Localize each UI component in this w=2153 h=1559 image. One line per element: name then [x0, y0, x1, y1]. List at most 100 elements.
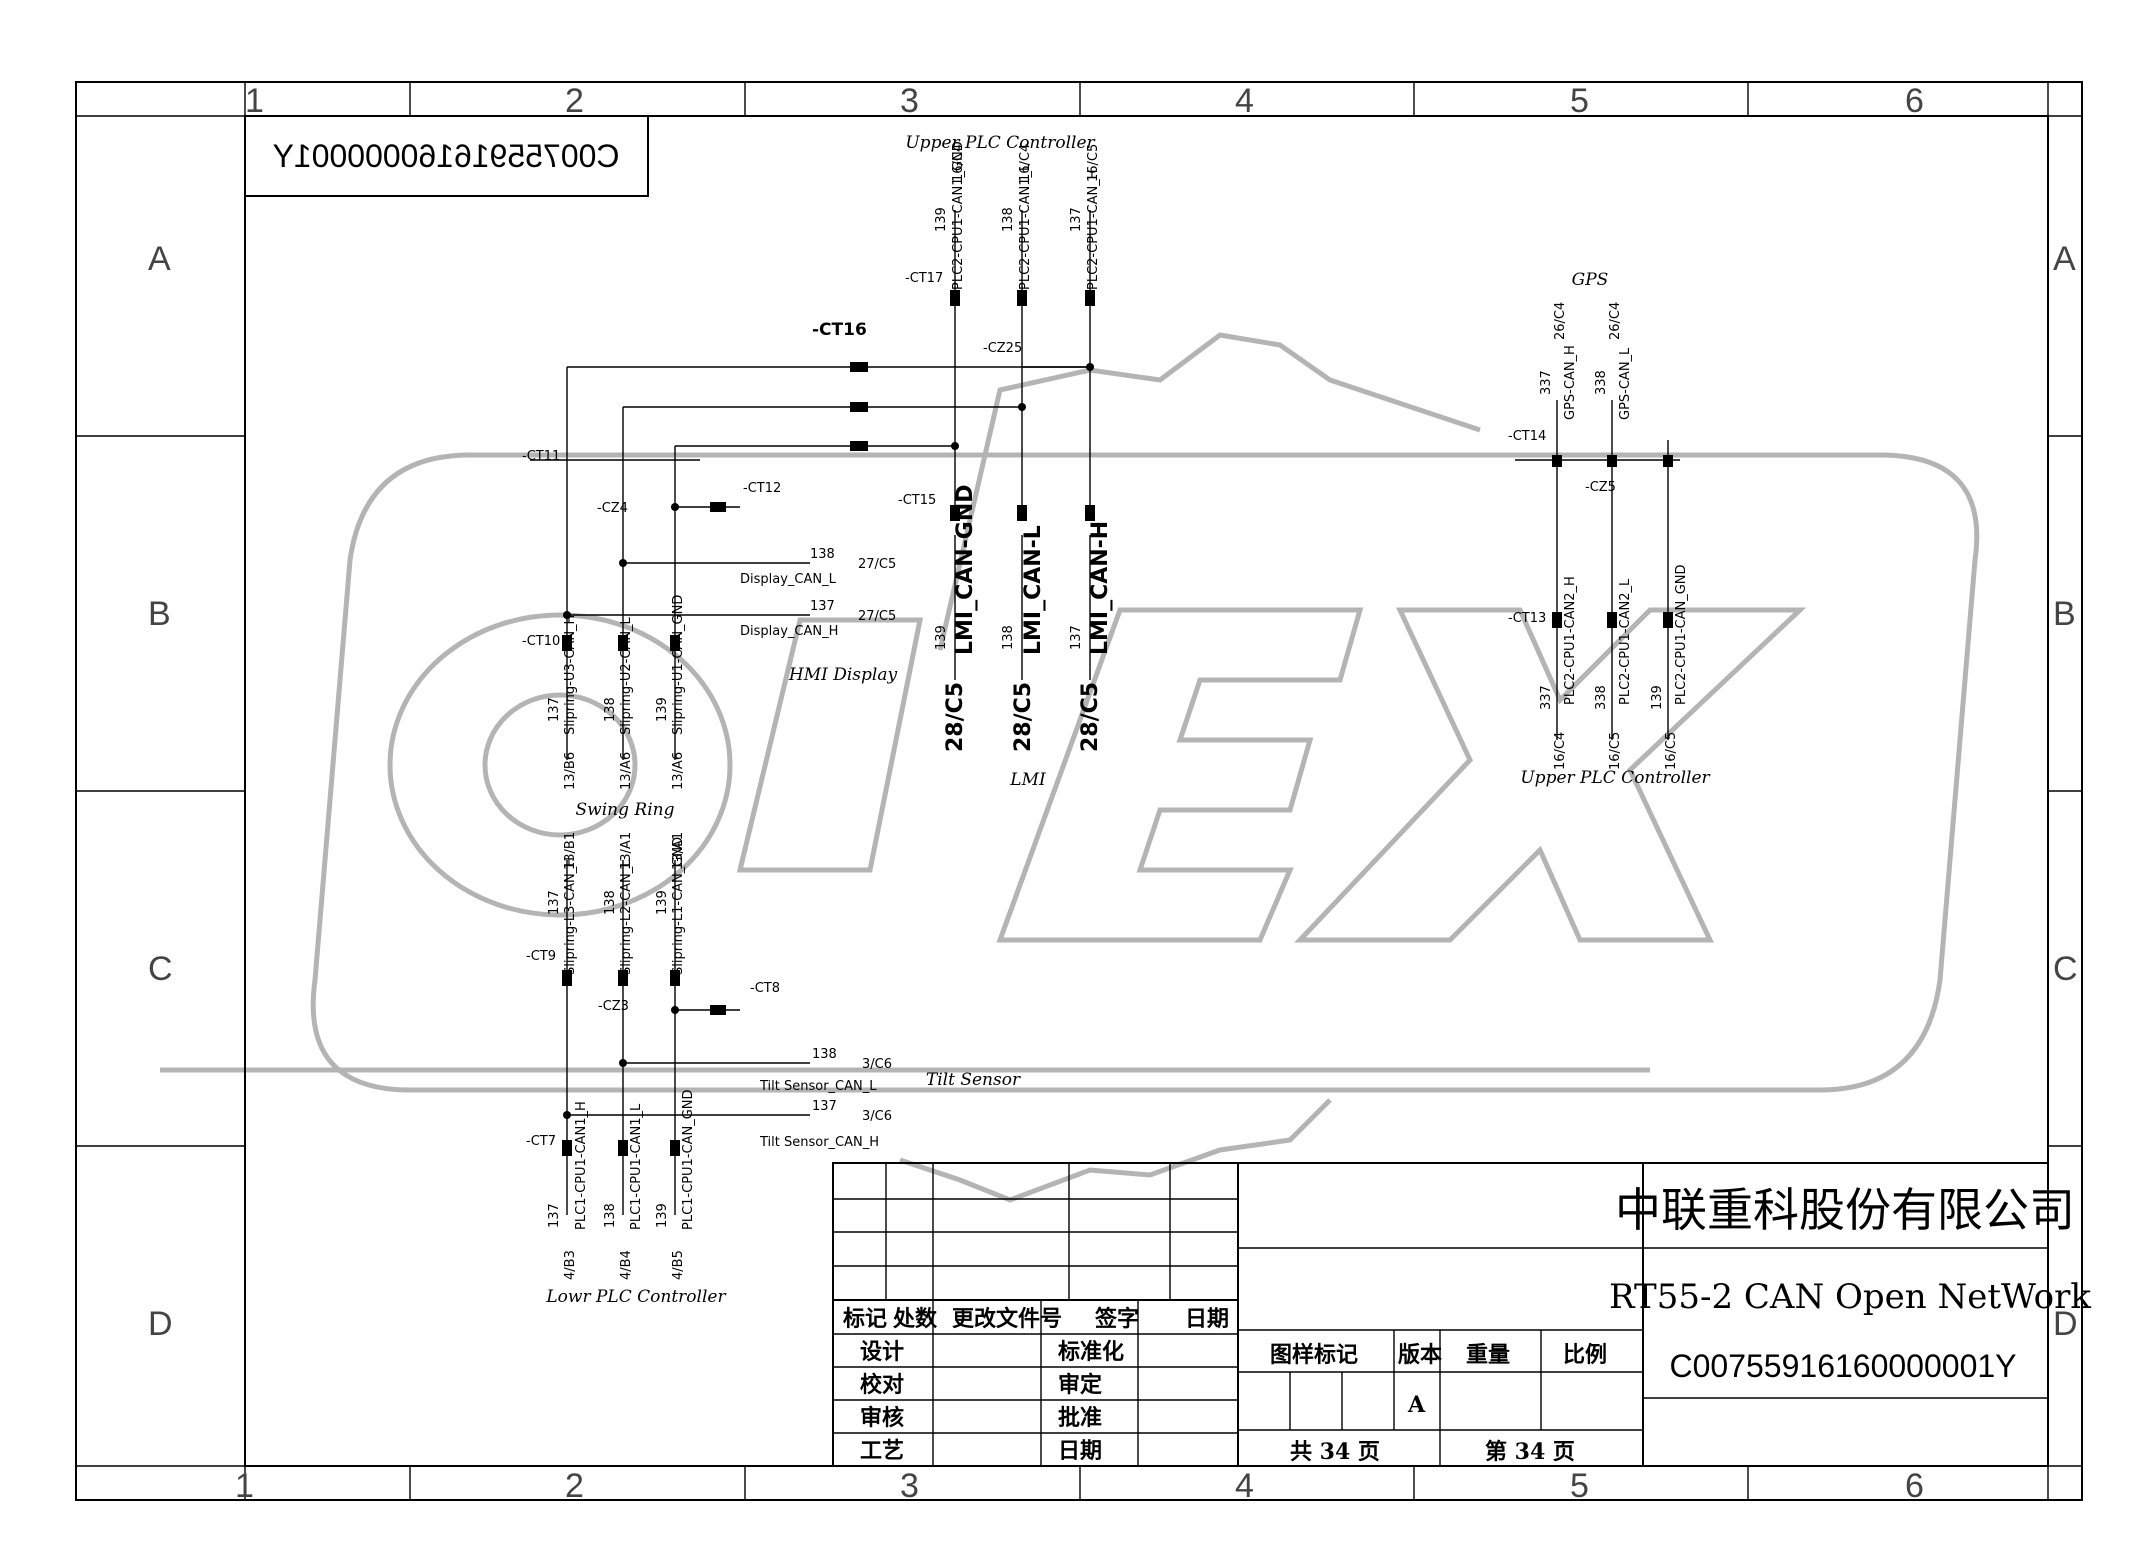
top-plc-l-ref: 16/C4	[1018, 144, 1033, 182]
attr-weight: 重量	[1466, 1342, 1510, 1368]
top-plc-l-wire: 138	[1001, 207, 1016, 232]
caption-swing-ring: Swing Ring	[576, 800, 675, 820]
top-plc-gnd-wire: 139	[934, 207, 949, 232]
right-plc-l-wire: 338	[1594, 685, 1609, 710]
caption-gps: GPS	[1572, 270, 1609, 290]
drawing-title: RT55-2 CAN Open NetWork	[1609, 1277, 2091, 1317]
grid-col-4-top: 4	[1235, 82, 1254, 120]
swing-u2-ref: 13/A6	[619, 752, 634, 790]
rev-header-sign: 签字	[1094, 1306, 1139, 1332]
caption-lower-plc: Lowr PLC Controller	[545, 1287, 726, 1307]
lower-plc-h-name: PLC1-CPU1-CAN1_H	[574, 1101, 589, 1230]
caption-hmi-display: HMI Display	[788, 665, 898, 685]
right-plc-gnd-wire: 139	[1650, 685, 1665, 710]
connector-ct12: -CT12	[743, 481, 781, 496]
tilt-can-l-wire: 138	[812, 1047, 837, 1062]
swing-l1-ref: 13/A1	[671, 832, 686, 870]
gps-can-h-wire: 337	[1539, 370, 1554, 395]
swing-upper-signals: Slipring-U3-CAN_H Slipring-U2-CAN_L Slip…	[547, 595, 686, 790]
right-plc-h-name: PLC2-CPU1-CAN2_H	[1563, 576, 1578, 705]
grid-row-b-right: B	[2053, 595, 2076, 633]
swing-u3-name: Slipring-U3-CAN_H	[563, 615, 578, 735]
right-plc-l-name: PLC2-CPU1-CAN2_L	[1618, 578, 1633, 705]
tilt-signals: Tilt Sensor_CAN_L Tilt Sensor_CAN_H 138 …	[759, 1047, 892, 1150]
swing-u2-name: Slipring-U2-CAN_L	[619, 616, 634, 735]
lmi-l-ref: 28/C5	[1011, 682, 1036, 752]
grid-col-3-bottom: 3	[900, 1467, 919, 1505]
display-signals: Display_CAN_L Display_CAN_H 138 137 27/C…	[740, 547, 896, 639]
grid-row-a-left: A	[148, 240, 171, 278]
lower-plc-signals: PLC1-CPU1-CAN1_H PLC1-CPU1-CAN1_L PLC1-C…	[547, 1089, 696, 1280]
grid-row-a-right: A	[2053, 240, 2076, 278]
gps-signals: GPS-CAN_H GPS-CAN_L 337 338 26/C4 26/C4	[1539, 302, 1633, 420]
rev-header-doc: 更改文件号	[952, 1306, 1062, 1332]
tilt-can-l-ref: 3/C6	[862, 1057, 892, 1072]
grid-col-6-top: 6	[1905, 82, 1924, 120]
swing-u3-ref: 13/B6	[563, 752, 578, 790]
display-can-l-name: Display_CAN_L	[740, 572, 837, 587]
tilt-can-h-name: Tilt Sensor_CAN_H	[759, 1135, 879, 1150]
grid-col-1-top: 1	[245, 82, 264, 120]
swing-u1-wire: 139	[655, 697, 670, 722]
lmi-gnd-wire: 139	[934, 625, 949, 650]
right-plc-h-wire: 337	[1539, 685, 1554, 710]
display-can-l-ref: 27/C5	[858, 557, 896, 572]
tilt-can-h-ref: 3/C6	[862, 1109, 892, 1124]
top-plc-signals: PLC2-CPU1-CAN1_GND PLC2-CPU1-CAN1_L PLC2…	[934, 141, 1101, 290]
lmi-h-wire: 137	[1069, 625, 1084, 650]
title-block: 标记 处数 更改文件号 签字 日期 设计 校对 审核 工艺 标准化 审定 批准 …	[832, 1162, 2091, 1467]
swing-l1-wire: 139	[655, 890, 670, 915]
grid-row-d-left: D	[148, 1305, 173, 1343]
top-plc-h-name: PLC2-CPU1-CAN_H	[1086, 170, 1101, 291]
connector-ct10: -CT10	[522, 634, 560, 649]
lmi-gnd-name: LMI_CAN-GND	[953, 484, 978, 655]
grid-col-2-bottom: 2	[565, 1467, 584, 1505]
caption-upper-plc-top: Upper PLC Controller	[905, 133, 1095, 153]
sign-date: 日期	[1058, 1438, 1102, 1464]
display-can-h-name: Display_CAN_H	[740, 624, 838, 639]
drawing-number-box: C00755916160000001Y	[244, 115, 649, 197]
grid-row-b-left: B	[148, 595, 171, 633]
rev-header-date: 日期	[1185, 1306, 1229, 1332]
swing-l3-ref: 13/B1	[563, 832, 578, 870]
right-plc-h-ref: 16/C4	[1553, 732, 1568, 770]
connector-ct14: -CT14	[1508, 429, 1546, 444]
grid-col-3-top: 3	[900, 82, 919, 120]
lmi-h-name: LMI_CAN-H	[1088, 521, 1113, 655]
drawing-code: C00755916160000001Y	[1670, 1348, 2017, 1384]
lmi-gnd-ref: 28/C5	[943, 682, 968, 752]
grid-col-5-top: 5	[1570, 82, 1589, 120]
can-bus-wiring	[530, 210, 1680, 1215]
connector-ct15: -CT15	[898, 493, 936, 508]
right-plc-gnd-name: PLC2-CPU1-CAN_GND	[1674, 564, 1689, 705]
swing-l2-ref: 13/A1	[619, 832, 634, 870]
rev-header-count: 处数	[892, 1306, 938, 1332]
lower-plc-h-wire: 137	[547, 1203, 562, 1228]
caption-upper-plc-right: Upper PLC Controller	[1520, 768, 1710, 788]
top-plc-l-name: PLC2-CPU1-CAN1_L	[1018, 163, 1033, 290]
connector-cz4: -CZ4	[597, 501, 628, 516]
lower-plc-gnd-ref: 4/B5	[671, 1250, 686, 1280]
display-can-l-wire: 138	[810, 547, 835, 562]
sign-process: 工艺	[860, 1438, 904, 1464]
swing-u1-ref: 13/A6	[671, 752, 686, 790]
sign-standard: 标准化	[1058, 1339, 1124, 1365]
connector-ct17: -CT17	[905, 271, 943, 286]
watermark-text: OPEX	[2100, 19, 2103, 21]
connector-ct7: -CT7	[526, 1134, 556, 1149]
lower-plc-gnd-wire: 139	[655, 1203, 670, 1228]
company-name: 中联重科股份有限公司	[1615, 1183, 2075, 1237]
lmi-signals: LMI_CAN-GND LMI_CAN-L LMI_CAN-H 139 138 …	[934, 484, 1113, 752]
gps-can-l-wire: 338	[1594, 370, 1609, 395]
right-plc-l-ref: 16/C5	[1608, 732, 1623, 770]
swing-u2-wire: 138	[603, 697, 618, 722]
connector-cz25: -CZ25	[983, 341, 1022, 356]
display-can-h-wire: 137	[810, 599, 835, 614]
drawing-number-mirrored: C00755916160000001Y	[273, 138, 620, 174]
grid-row-c-right: C	[2053, 950, 2078, 988]
sign-design: 设计	[860, 1339, 904, 1365]
swing-l2-wire: 138	[603, 890, 618, 915]
grid-col-6-bottom: 6	[1905, 1467, 1924, 1505]
connector-cz3: -CZ3	[598, 999, 629, 1014]
